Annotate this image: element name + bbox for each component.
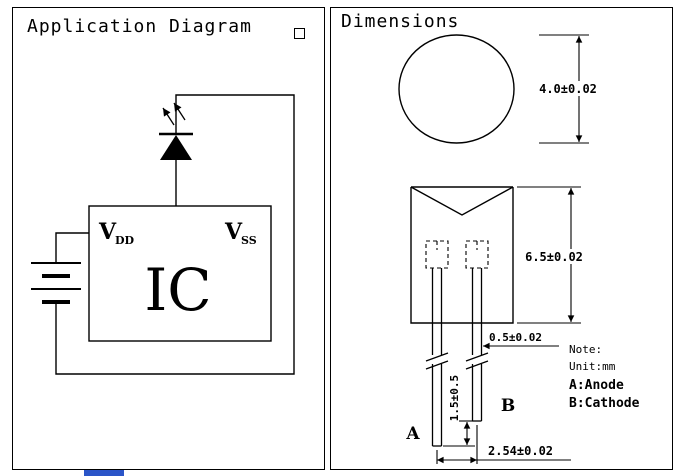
dimension-lead-tip-value: 1.5±0.5 (448, 375, 461, 421)
dimension-lead-width-value: 0.5±0.02 (489, 331, 542, 344)
internal-lead-frames (425, 240, 489, 269)
dimension-pitch-value: 2.54±0.02 (488, 444, 553, 458)
application-diagram-panel: Application Diagram (12, 7, 325, 470)
dimensions-panel: Dimensions 4.0±0.02 (330, 7, 673, 470)
cathode-label: B (501, 396, 515, 416)
led-light-arrows-icon (162, 102, 186, 126)
application-circuit-drawing: V DD V SS IC (31, 94, 295, 375)
battery-symbol (31, 262, 81, 304)
led-top-view-circle (398, 34, 515, 144)
taskbar-fragment (84, 470, 124, 476)
dimension-pitch: 2.54±0.02 (436, 425, 571, 464)
note-block: Note: Unit:mm A:Anode B:Cathode (569, 343, 640, 411)
dimension-diameter: 4.0±0.02 (534, 34, 602, 144)
note-unit: Unit:mm (569, 360, 616, 373)
vss-subscript: SS (241, 234, 257, 247)
vss-label: V (224, 219, 243, 245)
note-cathode: B:Cathode (569, 396, 640, 411)
dimensions-drawing: 4.0±0.02 (398, 34, 640, 464)
ic-block: V DD V SS IC (88, 205, 272, 342)
dimension-diameter-value: 4.0±0.02 (539, 82, 597, 96)
corner-marker-square (294, 28, 305, 39)
led-side-view-body (410, 186, 514, 324)
note-anode: A:Anode (569, 378, 624, 393)
dimension-lead-width: 0.5±0.02 (483, 331, 559, 350)
note-title: Note: (569, 343, 602, 356)
circuit-wires (55, 94, 295, 375)
dimension-body-height-value: 6.5±0.02 (525, 250, 583, 264)
dimensions-title: Dimensions (339, 11, 462, 32)
vdd-subscript: DD (115, 234, 135, 247)
led-symbol (159, 102, 193, 160)
anode-label: A (405, 424, 420, 444)
application-diagram-title: Application Diagram (25, 16, 254, 37)
dimension-body-height: 6.5±0.02 (517, 186, 588, 324)
lead-anode (425, 268, 449, 447)
lead-cathode (465, 268, 489, 422)
dimension-lead-tip: 1.5±0.5 (443, 375, 475, 447)
vdd-label: V (98, 219, 117, 245)
ic-label: IC (144, 256, 211, 324)
